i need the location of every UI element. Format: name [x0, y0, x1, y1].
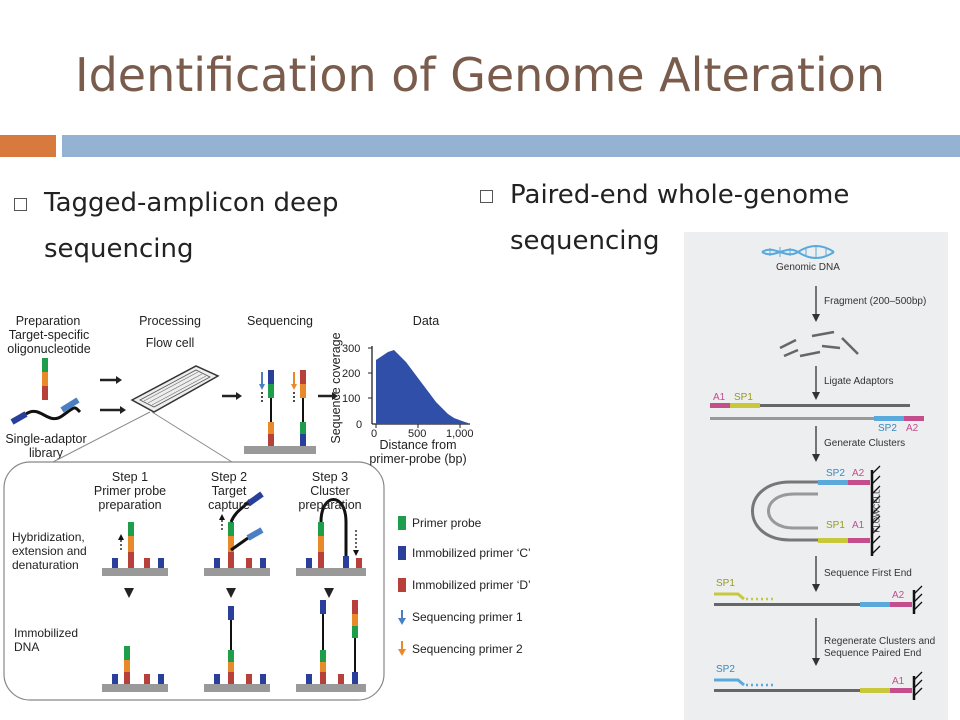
arrow-down-icon: [812, 392, 820, 400]
label-sp1: SP1: [734, 392, 753, 403]
library-adaptor-right: [60, 397, 80, 413]
oligo-red: [42, 386, 48, 400]
bridge-strand-outer: [751, 480, 818, 542]
arrow-down-icon: [226, 588, 236, 598]
xtick: 500: [408, 428, 427, 440]
bridge-label-a1: A1: [852, 520, 865, 531]
arrow-head-icon: [120, 406, 126, 414]
library-adaptor-left: [10, 411, 28, 425]
legend-label-seq2: Sequencing primer 2: [412, 642, 523, 656]
bullet-paired-end: Paired-end whole-genome sequencing: [480, 172, 940, 264]
legend-swatch-primer-d: [398, 578, 406, 592]
arrow-down-icon: [812, 314, 820, 322]
step-ligate-label: Ligate Adaptors: [824, 376, 894, 387]
oligo-orange: [42, 372, 48, 386]
label-processing: Processing: [139, 314, 201, 328]
flow-cell-icon: [130, 365, 220, 413]
arrow-down-icon: [124, 588, 134, 598]
row-label-hybridization: Hybridization, extension and denaturatio…: [12, 530, 87, 572]
first-end-label-a2: A2: [892, 590, 905, 601]
accent-bar-orange: [0, 135, 56, 157]
surface-icon: [244, 446, 316, 454]
genomic-dna-label: Genomic DNA: [776, 262, 840, 273]
bridge-label-a2: A2: [852, 468, 865, 479]
step-generate-clusters-label: Generate Clusters: [824, 438, 906, 449]
ytick: 300: [342, 343, 361, 355]
arrow-down-icon: [812, 658, 820, 666]
arrow-head-icon: [332, 392, 338, 400]
bridge-strand-inner: [767, 492, 818, 530]
coverage-area: [376, 350, 468, 424]
label-single-adaptor-library: Single-adaptor library: [5, 432, 87, 460]
arrow-head-icon: [236, 392, 242, 400]
xtick: 1,000: [446, 428, 474, 440]
legend-label-primer-c: Immobilized primer ‘C’: [412, 546, 531, 560]
bridge-label-sp2: SP2: [826, 468, 845, 479]
label-flow-cell: Flow cell: [145, 336, 195, 350]
first-end-label-sp1: SP1: [716, 578, 735, 589]
ytick: 200: [342, 368, 361, 380]
step-1-label: Step 1 Primer probe preparation: [93, 470, 167, 512]
legend-swatch-primer-probe: [398, 516, 406, 530]
legend-label-primer-d: Immobilized primer ‘D’: [412, 578, 531, 592]
arrow-down-icon: [324, 588, 334, 598]
arrow-down-icon: [812, 584, 820, 592]
bullet-square-icon: [14, 198, 27, 211]
ytick: 100: [342, 393, 361, 405]
bullet-square-icon: [480, 190, 493, 203]
label-sequencing: Sequencing: [246, 314, 314, 328]
slide-title: Identification of Genome Alteration: [75, 48, 885, 102]
label-target-oligo: Target-specific oligonucleotide: [7, 328, 91, 356]
step-paired-end-label: Regenerate Clusters and Sequence Paired …: [824, 636, 936, 659]
bullet-text: Paired-end whole-genome sequencing: [510, 180, 850, 256]
label-data: Data: [412, 314, 440, 328]
label-sp2: SP2: [878, 423, 897, 434]
legend-label-seq1: Sequencing primer 1: [412, 610, 523, 624]
xtick: 0: [371, 428, 378, 440]
library-strand: [25, 406, 82, 420]
oligo-green: [42, 358, 48, 372]
arrow-down-icon: [812, 454, 820, 462]
arrow-head-icon: [116, 376, 122, 384]
paired-end-label-sp2: SP2: [716, 664, 735, 675]
steps-panel: [3, 461, 385, 701]
bullet-text: Tagged-amplicon deep sequencing: [44, 188, 339, 264]
step-sequence-first-end-label: Sequence First End: [824, 568, 912, 579]
bridge-label-sp1: SP1: [826, 520, 845, 531]
label-a2: A2: [906, 423, 919, 434]
ytick: 0: [356, 419, 363, 431]
step-3-label: Step 3 Cluster preparation: [298, 470, 362, 512]
paired-end-label-a1: A1: [892, 676, 905, 687]
chart-x-label: Distance from primer-probe (bp): [369, 438, 467, 466]
bullet-tagged-amplicon: Tagged-amplicon deep sequencing: [14, 180, 464, 272]
legend-swatch-primer-c: [398, 546, 406, 560]
row-label-immobilized: Immobilized DNA: [14, 626, 79, 654]
step-2-label: Step 2 Target capture: [208, 470, 250, 512]
label-preparation: Preparation: [15, 314, 81, 328]
accent-bar-blue: [62, 135, 960, 157]
flowcell-label: FLOWCELL: [872, 489, 882, 533]
fragments-icon: [779, 330, 859, 358]
step-fragment-label: Fragment (200–500bp): [824, 296, 927, 307]
legend-label-primer-probe: Primer probe: [412, 516, 482, 530]
label-a1: A1: [713, 392, 726, 403]
